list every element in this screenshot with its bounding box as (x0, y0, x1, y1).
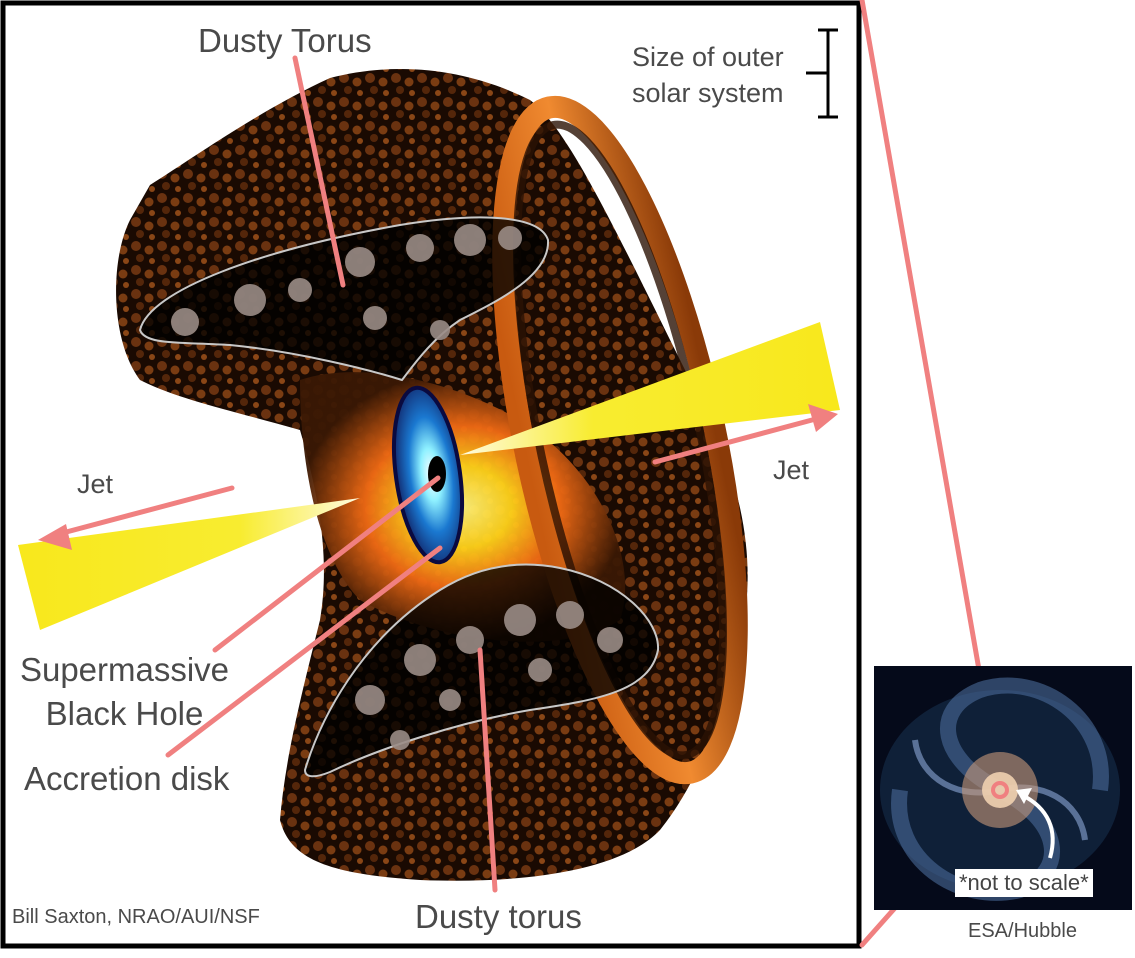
jet-cone-right (460, 322, 840, 455)
label-smbh-line2: Black Hole (45, 694, 204, 732)
label-not-to-scale: *not to scale* (955, 869, 1093, 898)
jet-cone-left (18, 498, 360, 630)
label-scale-line2: solar system (632, 77, 784, 108)
label-jet-left: Jet (77, 469, 114, 499)
label-supermassive-black-hole: Supermassive Black Hole (12, 648, 237, 735)
label-credit-inset: ESA/Hubble (968, 920, 1077, 942)
label-scale-bar: Size of outer solar system (632, 40, 784, 111)
torus-clouds-bottom (355, 601, 623, 750)
label-scale-line1: Size of outer (632, 42, 784, 72)
label-dusty-torus-bottom: Dusty torus (415, 898, 582, 935)
label-accretion-disk: Accretion disk (24, 760, 230, 797)
label-jet-right: Jet (773, 455, 810, 485)
label-dusty-torus-top: Dusty Torus (198, 22, 372, 59)
accretion-disk (392, 385, 464, 565)
galaxy-inset (874, 666, 1132, 910)
jet-arrowhead-right (808, 404, 838, 432)
torus-cross-section-top (138, 216, 550, 382)
jet-arrowhead-left (38, 524, 72, 550)
label-credit-main: Bill Saxton, NRAO/AUI/NSF (12, 906, 260, 928)
torus-clouds-top (171, 224, 522, 340)
label-smbh-line1: Supermassive (19, 651, 230, 688)
scale-bar (806, 28, 838, 119)
